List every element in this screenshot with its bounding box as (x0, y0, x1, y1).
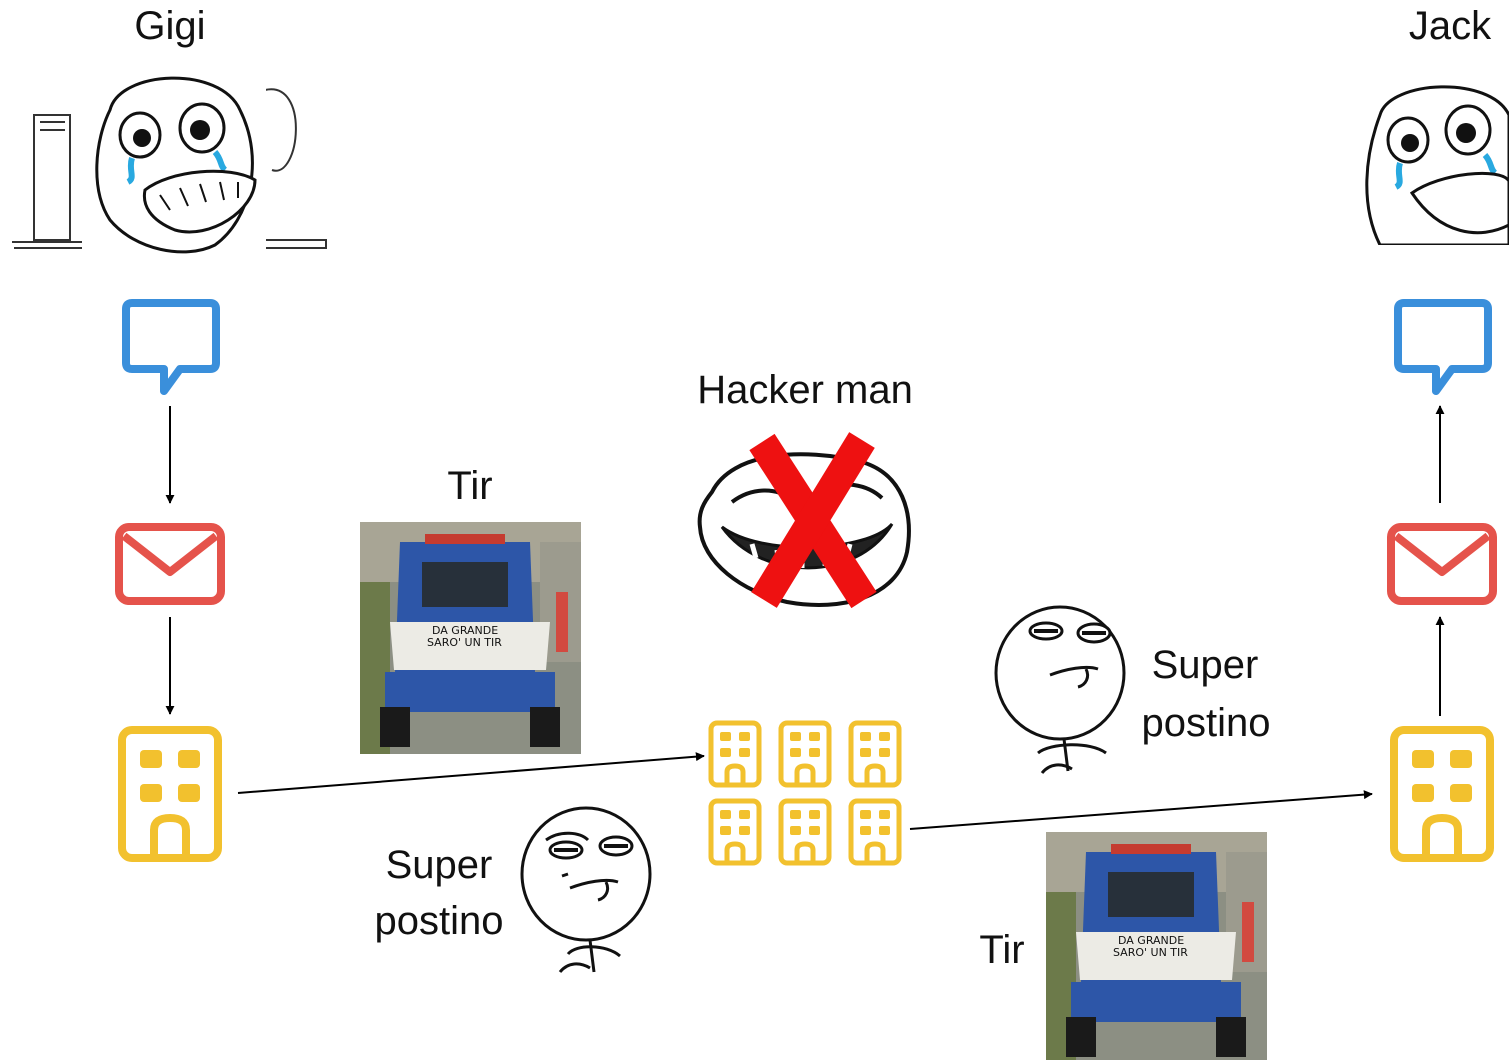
chat-bubble-icon (122, 299, 220, 395)
office-building-icon (711, 723, 759, 785)
attacker-name: Hacker man (697, 368, 913, 412)
truck-plate-line-2: SARO' UN TIR (427, 636, 502, 649)
envelope-icon (1387, 523, 1497, 605)
truck-plate-line-2: SARO' UN TIR (1113, 946, 1188, 959)
challenge-accepted-face-icon (994, 605, 1126, 775)
tir-truck-photo: DA GRANDE SARO' UN TIR (1046, 832, 1267, 1060)
vehicle-label: Tir (979, 928, 1025, 972)
vehicle-label: Tir (447, 464, 493, 508)
office-building-icon (1390, 726, 1494, 862)
sender-avatar (12, 70, 327, 255)
chat-bubble-icon (1394, 299, 1492, 395)
challenge-accepted-face-icon (520, 806, 652, 974)
trollface-crossed-icon (697, 432, 911, 609)
receiver-name: Jack (1408, 4, 1492, 48)
truck-plate-line-1: DA GRANDE (432, 624, 498, 637)
envelope-icon (115, 523, 225, 605)
office-building-icon (781, 723, 829, 785)
crying-happy-face-icon (82, 70, 266, 255)
tir-truck-photo: DA GRANDE SARO' UN TIR (360, 522, 581, 754)
courier-label-line-1: Super (385, 843, 493, 887)
arrow-office-to-hub (237, 752, 705, 794)
courier-label-line-1: Super (1151, 643, 1259, 687)
arrow-hub-to-office-right (909, 790, 1373, 830)
office-building-icon (711, 801, 759, 863)
sender-name: Gigi (134, 4, 206, 48)
red-cross-icon (749, 432, 877, 609)
office-building-icon (851, 723, 899, 785)
office-building-icon (118, 726, 222, 862)
courier-label-line-2: postino (1141, 701, 1271, 745)
crying-happy-face-icon (1365, 85, 1509, 245)
office-building-icon (851, 801, 899, 863)
hub-buildings-group (708, 720, 904, 866)
office-building-icon (781, 801, 829, 863)
courier-label-line-2: postino (374, 899, 504, 943)
truck-plate-line-1: DA GRANDE (1118, 934, 1184, 947)
